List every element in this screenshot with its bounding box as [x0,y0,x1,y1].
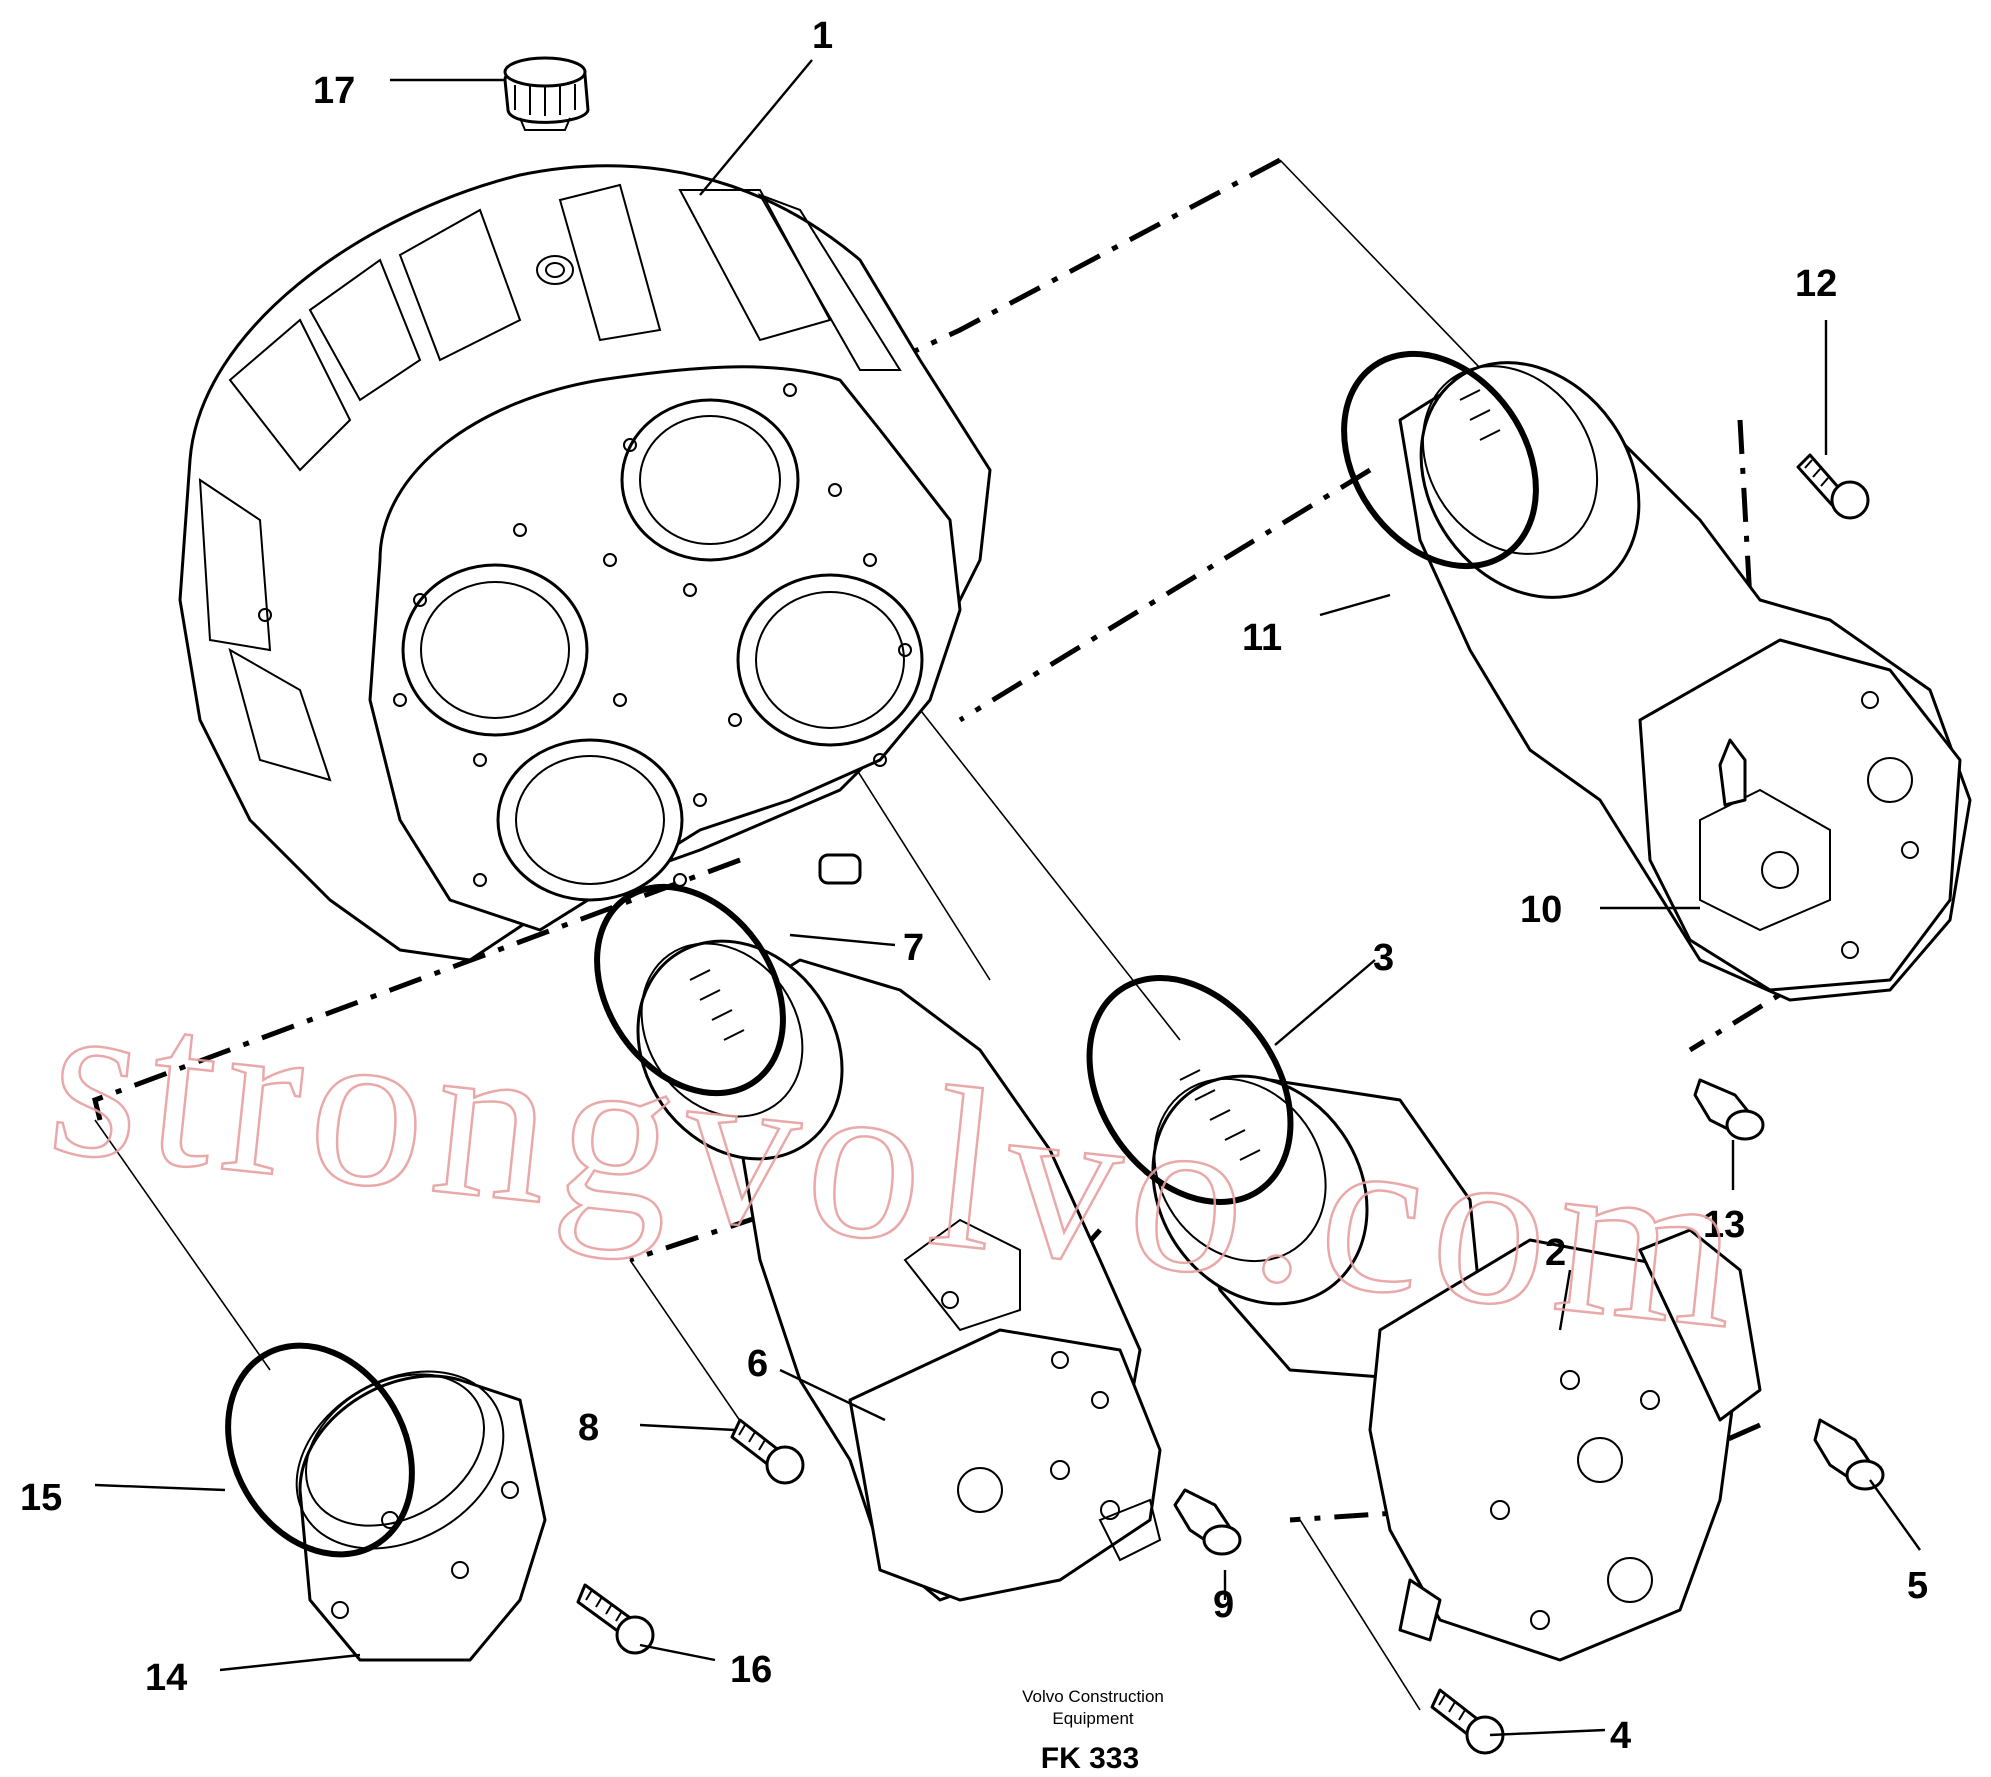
motor-assembly-part-6 [636,939,1162,1602]
callout-3: 3 [1373,937,1394,979]
callout-12: 12 [1795,263,1837,305]
callout-8: 8 [578,1407,599,1449]
callout-6: 6 [747,1343,768,1385]
callout-7: 7 [903,927,924,969]
caption-line-2: Equipment [1052,1709,1134,1728]
screw-part-16 [576,1583,655,1655]
plug-part-13 [1693,1078,1765,1141]
o-ring-part-11 [1341,350,1539,570]
filler-cap-part-17 [503,56,590,131]
callout-10: 10 [1520,889,1562,931]
motor-assembly-part-2 [1151,1069,1762,1662]
callout-4: 4 [1610,1715,1631,1757]
plug-part-5 [1813,1418,1885,1491]
callout-14: 14 [145,1657,187,1699]
callout-17: 17 [313,70,355,112]
callout-5: 5 [1907,1565,1928,1607]
caption: Volvo Construction Equipment FK 333 [1022,1687,1164,1775]
caption-line-1: Volvo Construction [1022,1687,1164,1706]
callout-1: 1 [812,15,833,57]
callout-13: 13 [1703,1204,1745,1246]
screw-part-12 [1796,453,1870,520]
callout-11: 11 [1242,617,1282,659]
cover-part-14 [295,1370,547,1662]
o-ring-part-3 [1086,975,1294,1205]
leader-lines [94,59,1921,1737]
o-ring-part-15 [225,1342,415,1558]
plug-part-9 [1173,1488,1242,1556]
housing-part-1 [178,164,992,962]
screw-part-8 [730,1418,805,1485]
callout-15: 15 [20,1477,62,1519]
callout-16: 16 [730,1649,772,1691]
o-ring-part-7 [594,883,786,1097]
callout-2: 2 [1545,1232,1566,1274]
figure-code: FK 333 [1041,1742,1139,1775]
callout-labels: 1 2 3 4 5 6 7 8 9 10 11 12 13 14 15 16 1… [20,15,1928,1757]
motor-assembly-part-10 [1398,361,1972,1002]
screw-part-4 [1430,1688,1505,1755]
callout-9: 9 [1213,1584,1234,1626]
